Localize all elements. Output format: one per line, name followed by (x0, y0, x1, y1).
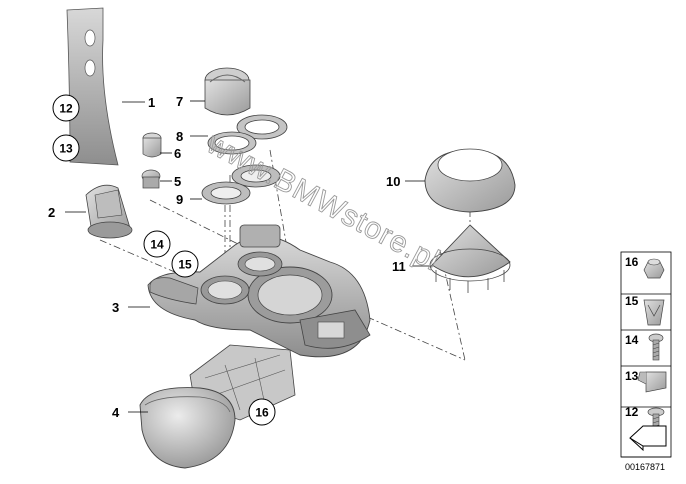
svg-text:14: 14 (150, 238, 164, 252)
legend-13: 13 (625, 369, 639, 383)
part-3-center-console (147, 224, 371, 358)
callout-11: 11 (392, 259, 406, 274)
callout-9: 9 (176, 192, 183, 207)
callout-7: 7 (176, 94, 183, 109)
part-8-rings (207, 114, 288, 155)
legend-12: 12 (625, 405, 639, 419)
part-10-trim-ring (424, 148, 516, 213)
circled-14: 14 (143, 230, 171, 258)
part-6-cap (142, 132, 162, 158)
circled-15: 15 (171, 250, 199, 278)
callout-10: 10 (386, 174, 400, 189)
callout-leaders (65, 100, 432, 413)
clip-nut-icon (643, 299, 665, 326)
part-11-cone-boot (429, 224, 511, 293)
legend-16: 16 (625, 255, 639, 269)
callout-1: 1 (148, 95, 155, 110)
circled-13: 13 (52, 134, 80, 162)
part-7-knob (204, 67, 251, 116)
svg-text:16: 16 (255, 406, 269, 420)
circled-16: 16 (248, 398, 276, 426)
part-1-pillar-trim (66, 7, 119, 166)
svg-text:15: 15 (178, 258, 192, 272)
callout-3: 3 (112, 300, 119, 315)
circled-numbers: 12 13 14 15 16 (52, 94, 276, 426)
svg-text:12: 12 (59, 102, 73, 116)
svg-text:13: 13 (59, 142, 73, 156)
part-9-seals (201, 164, 281, 205)
callout-8: 8 (176, 129, 183, 144)
arrow-icon (629, 425, 667, 452)
callout-4: 4 (112, 405, 120, 420)
callout-2: 2 (48, 205, 55, 220)
circled-12: 12 (52, 94, 80, 122)
fastener-legend: 16 15 14 13 12 (620, 251, 672, 458)
diagram-id: 00167871 (625, 462, 665, 472)
hex-nut-icon (643, 258, 665, 279)
legend-15: 15 (625, 294, 639, 308)
legend-14: 14 (625, 333, 639, 347)
part-5-clip (141, 169, 161, 189)
washer-screw-icon (647, 407, 665, 435)
spring-nut-icon (637, 371, 667, 393)
part-2-insert (85, 184, 133, 239)
screw-icon (648, 333, 664, 361)
callout-6: 6 (174, 146, 181, 161)
callout-5: 5 (174, 174, 181, 189)
callout-numbers: 1 2 3 4 5 6 7 8 9 10 11 (48, 94, 406, 420)
